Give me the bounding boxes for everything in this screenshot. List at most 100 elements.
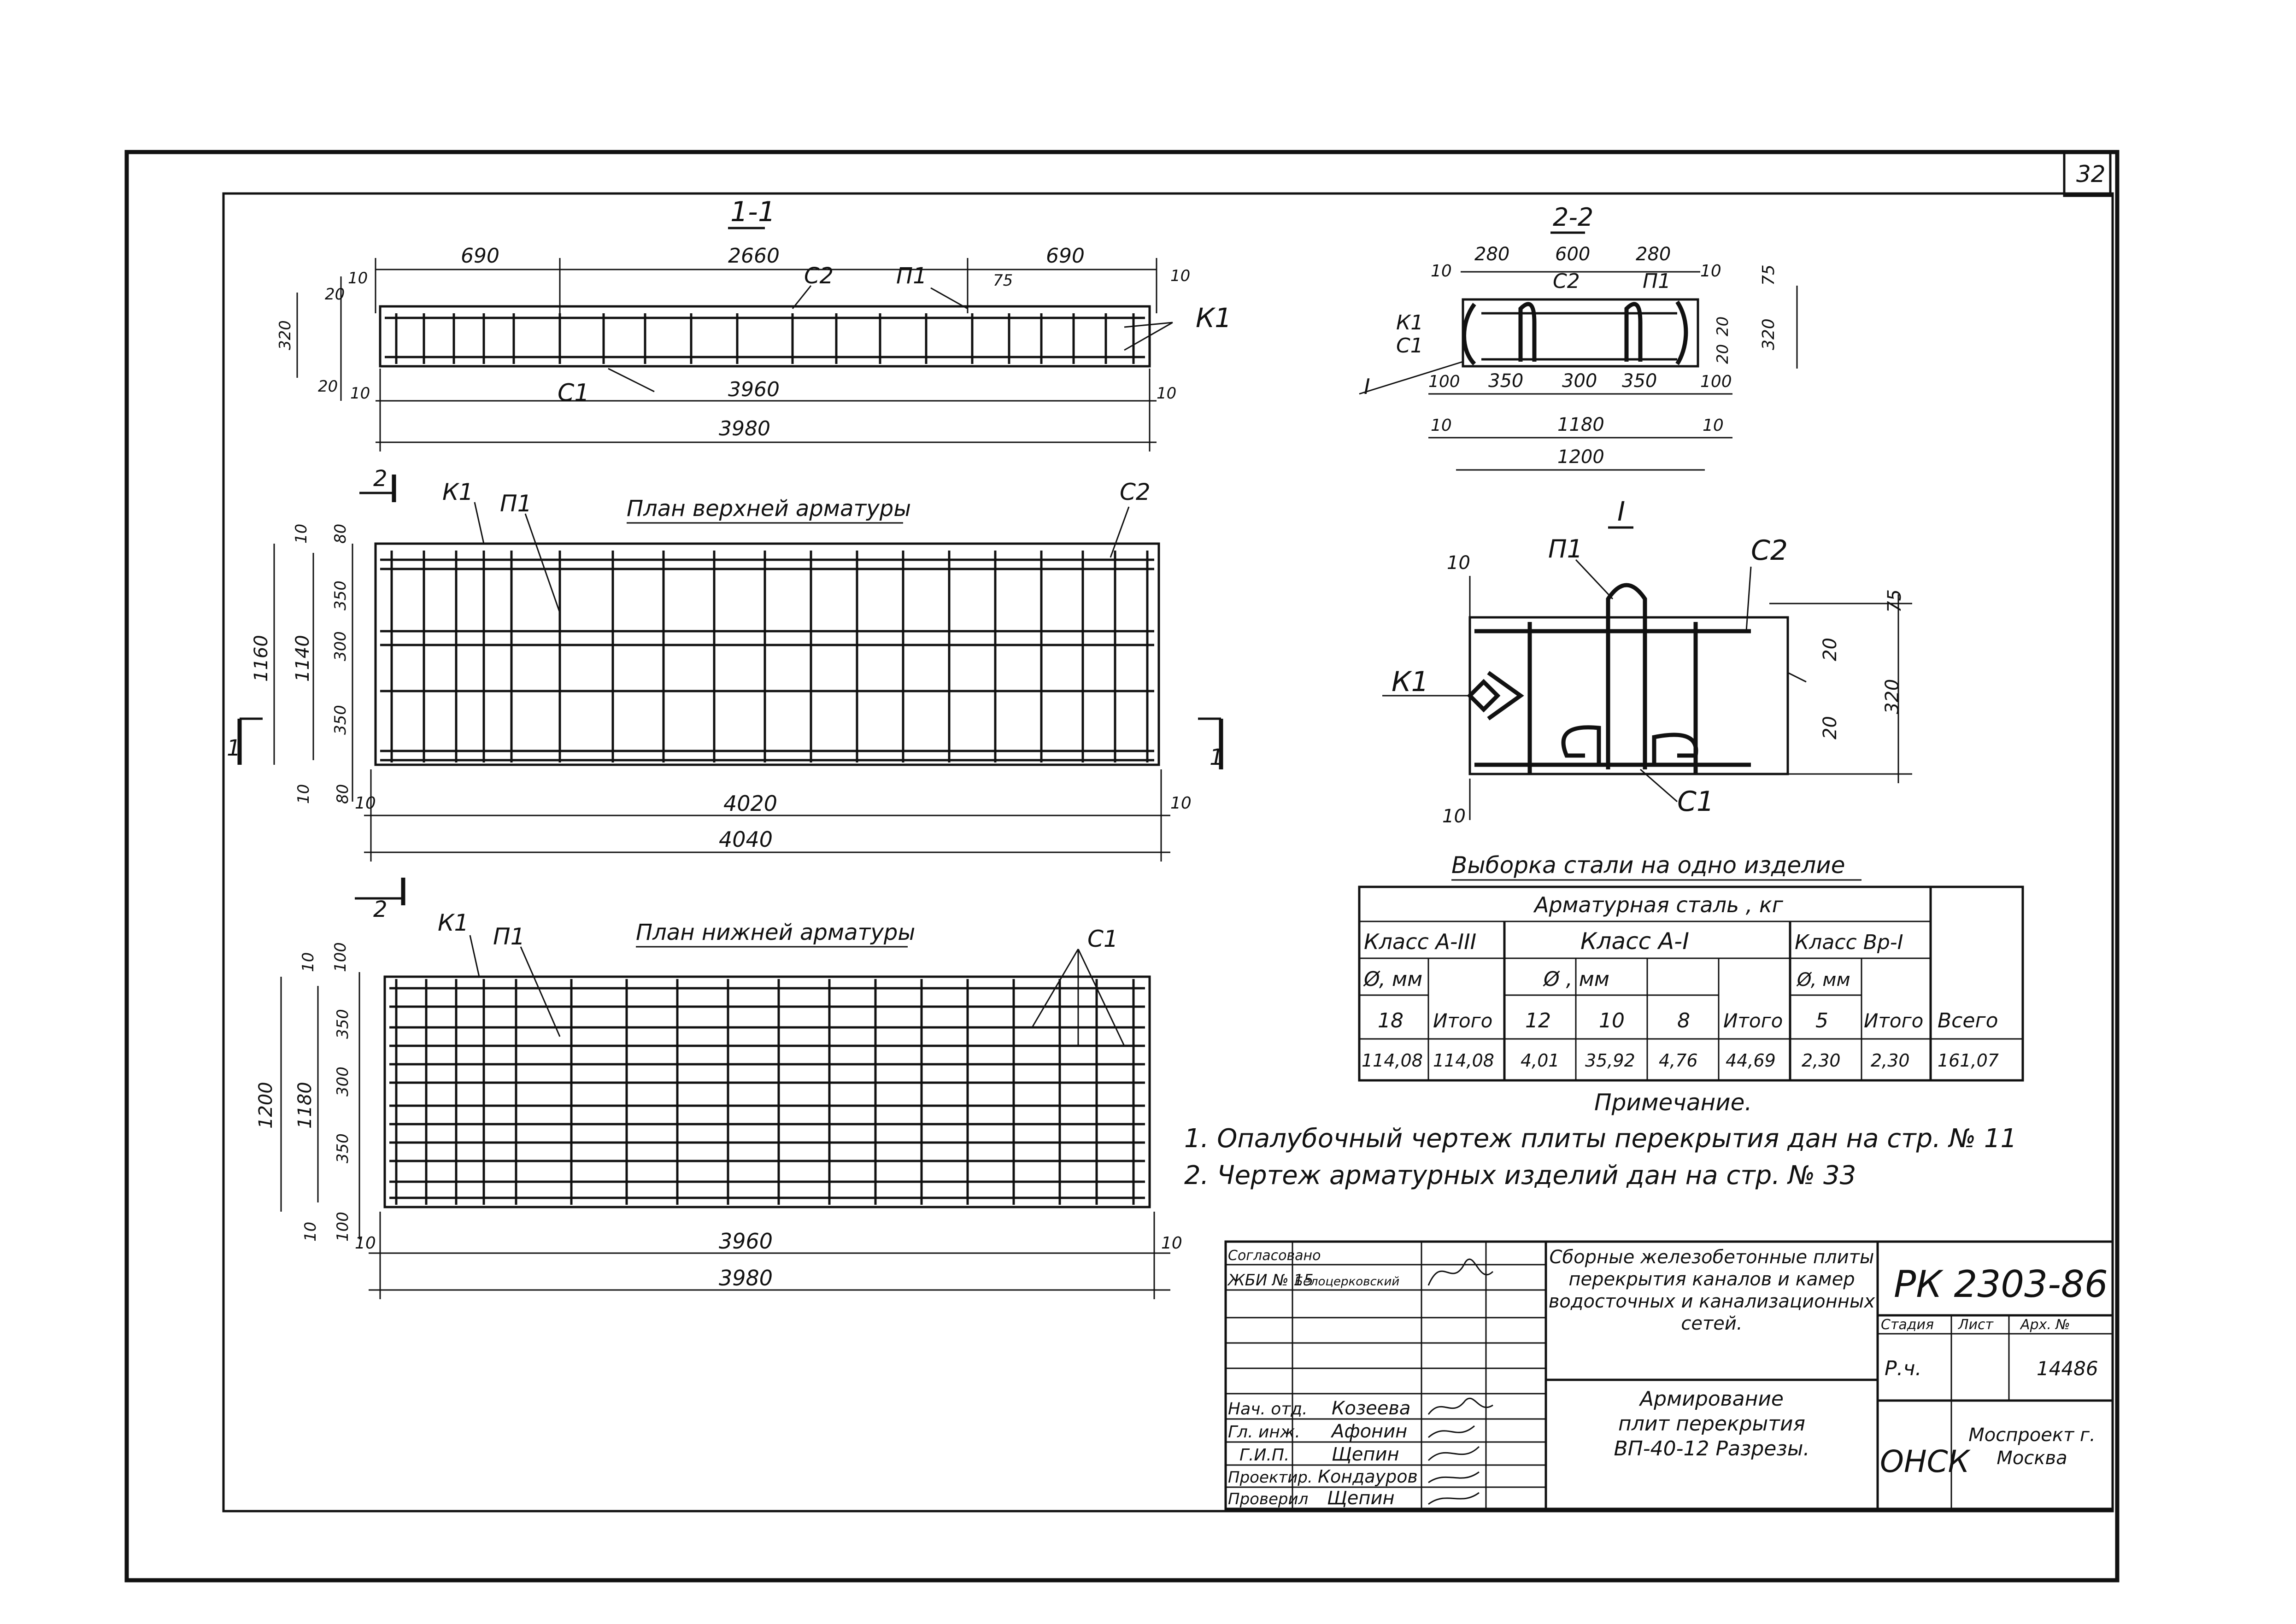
section-2-2-title: 2-2	[1553, 203, 1593, 232]
title-block: Согласовано ЖБИ № 15 Белоцерковский Нач.…	[1224, 1240, 2114, 1510]
label-c1: С1	[558, 379, 589, 407]
tb-name-1: Козеева	[1332, 1398, 1410, 1419]
tb-arch: 14486	[2037, 1357, 2098, 1380]
steel-v9: 161,07	[1938, 1050, 1999, 1071]
steel-v3: 4,01	[1521, 1050, 1560, 1071]
detail-I-dim-10-bot: 10	[1442, 806, 1466, 827]
label-p1: П1	[896, 263, 927, 289]
plan-bottom-dim-100a: 100	[331, 942, 350, 972]
label22-p1: П1	[1643, 270, 1671, 293]
plan-top-dim-300: 300	[331, 631, 350, 661]
plan-bottom-dim-1180: 1180	[294, 1082, 316, 1129]
dim-3980: 3980	[719, 417, 770, 440]
tb-agreed: Согласовано	[1228, 1248, 1321, 1264]
steel-d12: 12	[1525, 1009, 1551, 1032]
detail-I-p1: П1	[1548, 534, 1583, 563]
plan-top-reinforcement: План верхней арматуры 2 К1 П1 С2	[227, 466, 1224, 862]
label22-c1: С1	[1396, 334, 1423, 358]
dim-20-a: 20	[325, 285, 345, 304]
dim22-350-right: 350	[1622, 370, 1657, 392]
tb-name-4: Кондауров	[1318, 1466, 1418, 1487]
section-1-1-title: 1-1	[730, 196, 775, 228]
steel-total: Всего	[1938, 1009, 1998, 1032]
dim22-1180: 1180	[1557, 414, 1604, 435]
tb-name-2: Афонин	[1330, 1421, 1407, 1442]
plan-bottom-reinforcement: План нижней арматуры 2 К1 П1 С1	[255, 878, 1182, 1299]
dim22-280-left: 280	[1474, 244, 1509, 265]
tb-stage-h: Стадия	[1881, 1317, 1934, 1333]
dim-10-a: 10	[348, 269, 368, 287]
dim22-280-right: 280	[1636, 244, 1671, 265]
plan-bottom-dim-100b: 100	[334, 1212, 352, 1242]
tb-arch-h: Арх. №	[2020, 1317, 2070, 1333]
steel-group-header: Арматурная сталь , кг	[1533, 892, 1784, 917]
label-k1: К1	[1196, 302, 1232, 334]
detail-I-dim-75: 75	[1884, 589, 1905, 613]
label22-k1: К1	[1396, 311, 1423, 334]
dim22-100-right: 100	[1700, 372, 1732, 391]
plan-bottom-dim-10a: 10	[299, 952, 317, 972]
plan-top-dim-10-right: 10	[1170, 794, 1192, 813]
dim-10-right-top: 10	[1170, 267, 1190, 285]
section-2-2: 2-2 10 280 600 280 10 С2 П1 К1 С1 I 75 2…	[1359, 203, 1798, 471]
plan-top-dim-10a: 10	[292, 524, 311, 544]
plan-bottom-dim-350a: 350	[334, 1009, 352, 1039]
steel-diam-vr1: Ø, мм	[1796, 969, 1850, 991]
dim22-10-left: 10	[1431, 262, 1452, 281]
dim-20-b: 20	[318, 377, 338, 396]
dim22-10-br: 10	[1703, 416, 1724, 435]
plan-bottom-dim-10-left: 10	[355, 1234, 376, 1253]
tb-dept: ОНСК	[1880, 1444, 1971, 1479]
steel-d10: 10	[1599, 1009, 1625, 1032]
detail-I-dim-320: 320	[1882, 679, 1903, 714]
plan-bottom-dim-10b: 10	[301, 1222, 320, 1242]
plan-bottom-dim-350b: 350	[334, 1133, 352, 1163]
tb-project: Сборные железобетонные плиты перекрытия …	[1548, 1247, 1875, 1334]
sheet-number: 32	[2076, 161, 2106, 188]
tb-role-4: Проектир.	[1228, 1468, 1313, 1487]
plan-top-dim-10b: 10	[294, 784, 313, 804]
plan-bottom-dim-3980: 3980	[719, 1266, 773, 1290]
dim-2660: 2660	[728, 244, 780, 268]
plan-bottom-title: План нижней арматуры	[636, 920, 915, 945]
detail-I-title: I	[1617, 496, 1625, 527]
dim22-1200: 1200	[1557, 446, 1604, 468]
steel-subtotal-vr1: Итого	[1864, 1009, 1923, 1032]
dim22-350-left: 350	[1488, 370, 1523, 392]
plan-top-dim-80a: 80	[331, 524, 350, 544]
tb-code: РК 2303-86	[1894, 1263, 2108, 1306]
dim-10-right-bot: 10	[1157, 384, 1176, 403]
steel-v5: 4,76	[1659, 1050, 1698, 1071]
dim-690-right: 690	[1046, 244, 1085, 268]
plan-top-k1: К1	[442, 479, 473, 505]
plan-top-dim-4020: 4020	[723, 791, 777, 816]
steel-d5: 5	[1815, 1009, 1828, 1032]
plan-bottom-k1: К1	[438, 909, 469, 936]
dim-320: 320	[276, 320, 294, 350]
detail-I-k1: К1	[1392, 666, 1429, 698]
tb-company: Моспроект г. Москва	[1968, 1425, 2096, 1469]
tb-role-1: Нач. отд.	[1228, 1400, 1308, 1419]
steel-subtotal-a1: Итого	[1723, 1009, 1783, 1032]
plan-top-p1: П1	[500, 490, 532, 517]
tb-role-3: Г.И.П.	[1239, 1446, 1289, 1465]
plan-bottom-dim-1200: 1200	[255, 1082, 276, 1129]
plan-top-dim-1140: 1140	[292, 635, 313, 682]
dim22-600: 600	[1555, 244, 1590, 265]
plan-bottom-p1: П1	[493, 923, 525, 950]
tb-sheet-h: Лист	[1958, 1317, 1994, 1333]
detail-I-dim-10-top: 10	[1447, 552, 1470, 574]
note-1: 1. Опалубочный чертеж плиты перекрытия д…	[1184, 1124, 2017, 1154]
dim22-300: 300	[1562, 370, 1597, 392]
detail-I-dim-20b: 20	[1820, 716, 1841, 739]
tb-org: ЖБИ № 15	[1227, 1271, 1314, 1290]
dim22-100-left: 100	[1428, 372, 1460, 391]
plan-top-c2: С2	[1120, 479, 1151, 505]
dim-3960: 3960	[728, 378, 780, 401]
detail-I-c2: С2	[1751, 534, 1788, 567]
plan-top-mark-2: 2	[373, 466, 388, 492]
steel-v4: 35,92	[1585, 1050, 1635, 1071]
steel-class-vr1: Класс Вр-I	[1795, 931, 1903, 954]
tb-role-5: Проверил	[1228, 1490, 1308, 1508]
